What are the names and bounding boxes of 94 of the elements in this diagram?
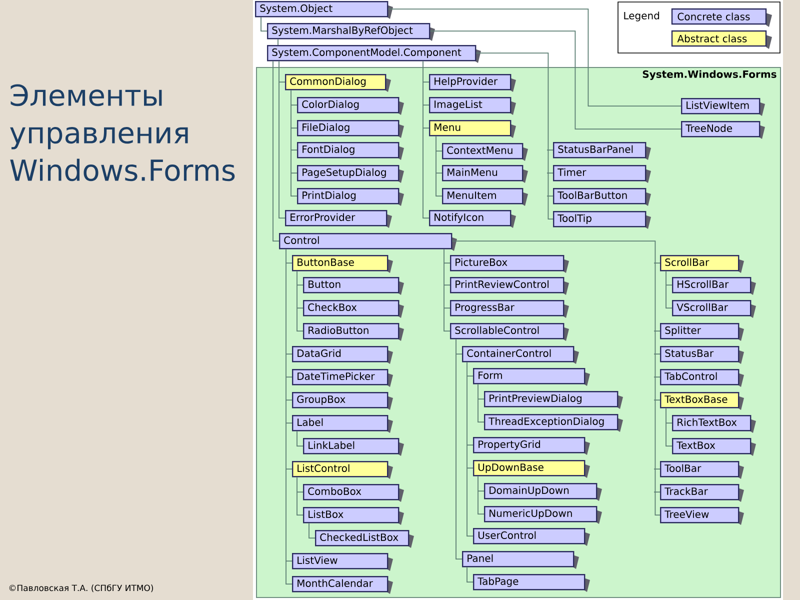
class-box: TabControl <box>660 369 744 387</box>
connector-line <box>296 476 304 516</box>
class-box: VScrollBar <box>672 300 756 318</box>
class-box: ColorDialog <box>297 97 404 115</box>
class-box: PrintPreviewDialog <box>484 391 623 409</box>
class-box: ListViewItem <box>681 98 765 116</box>
class-box: ListBox <box>303 507 404 525</box>
class-box: ContainerControl <box>462 346 579 364</box>
connector-line <box>260 16 268 32</box>
copyright-note: ©Павловская Т.А. (СПбГУ ИТМО) <box>9 584 153 592</box>
connector-line <box>308 522 316 539</box>
class-box: ProgressBar <box>450 300 569 318</box>
connector-line <box>666 408 672 447</box>
class-box: StatusBarPanel <box>553 142 651 160</box>
connector-line <box>286 248 292 585</box>
class-box: ToolBarButton <box>553 188 651 206</box>
class-box: HelpProvider <box>429 74 516 92</box>
class-box: Button <box>303 277 404 295</box>
legend-label: Concrete class <box>678 12 750 20</box>
connector-line <box>466 362 474 537</box>
connector-line <box>478 476 484 515</box>
connector-line <box>296 270 304 332</box>
class-box: MainMenu <box>442 165 528 183</box>
class-box: Control <box>279 233 457 251</box>
class-box: LinkLabel <box>303 438 404 456</box>
connector-line <box>296 430 304 447</box>
class-box: DateTimePicker <box>292 369 393 387</box>
connector-line <box>466 566 474 583</box>
class-box: RichTextBox <box>672 415 756 433</box>
connector-line <box>444 248 450 332</box>
connector-line <box>436 136 442 197</box>
class-box: Label <box>292 415 393 433</box>
class-box: Menu <box>429 120 516 138</box>
connector-line <box>456 338 462 560</box>
legend-label: Abstract class <box>677 34 747 42</box>
connector-line <box>388 8 682 107</box>
connector-line <box>290 90 298 197</box>
class-box: TrackBar <box>660 484 744 502</box>
class-box: FontDialog <box>297 142 404 160</box>
class-box: ListControl <box>292 461 393 479</box>
class-box: System.Object <box>255 1 393 19</box>
connector-line <box>478 384 484 423</box>
class-box: CommonDialog <box>285 74 391 92</box>
class-box: CheckBox <box>303 300 404 318</box>
slide-title: Элементы управления Windows.Forms <box>10 84 235 182</box>
class-box: TreeNode <box>681 121 765 139</box>
class-box: CheckedListBox <box>315 530 414 548</box>
class-box: Form <box>473 368 590 386</box>
class-box: Timer <box>553 165 651 183</box>
connector-line <box>476 52 554 220</box>
class-box: UserControl <box>473 528 590 546</box>
class-box: PictureBox <box>450 255 569 273</box>
class-box: System.ComponentModel.Component <box>267 45 481 63</box>
class-box: TextBoxBase <box>660 392 744 410</box>
connector-line <box>278 60 286 219</box>
class-box: PageSetupDialog <box>297 165 404 183</box>
class-box: TabPage <box>473 574 590 592</box>
class-box: ToolBar <box>660 461 744 479</box>
class-box: NotifyIcon <box>429 210 516 228</box>
class-box: DataGrid <box>292 346 393 364</box>
class-box: PrintDialog <box>297 188 404 206</box>
class-box: TreeView <box>660 507 744 525</box>
class-box: ComboBox <box>303 484 404 502</box>
class-box: NumericUpDown <box>484 506 602 524</box>
class-box: MenuItem <box>442 188 528 206</box>
class-box: ButtonBase <box>292 255 393 273</box>
class-box: System.MarshalByRefObject <box>267 23 435 41</box>
class-box: Splitter <box>660 323 744 341</box>
class-box: ScrollableControl <box>450 323 569 341</box>
connector-line <box>422 60 430 219</box>
connector-line <box>666 270 672 309</box>
class-box: GroupBox <box>292 392 393 410</box>
legend-title: Legend <box>624 12 660 22</box>
class-box: ImageList <box>429 97 516 115</box>
class-box: ListView <box>292 553 393 571</box>
class-box: FileDialog <box>297 120 404 138</box>
class-box: ScrollBar <box>660 255 744 273</box>
class-box: RadioButton <box>303 323 404 341</box>
class-box: ToolTip <box>553 211 651 229</box>
class-box: TextBox <box>672 438 756 456</box>
class-box: DomainUpDown <box>484 483 602 501</box>
class-box: UpDownBase <box>473 460 590 478</box>
connector-line <box>452 240 660 516</box>
class-box: StatusBar <box>660 346 744 364</box>
class-box: ThreadExceptionDialog <box>484 414 623 432</box>
connector-line <box>272 60 280 242</box>
class-box: MonthCalendar <box>292 576 393 594</box>
class-box: PropertyGrid <box>473 437 590 455</box>
class-box: PrintReviewControl <box>450 277 569 295</box>
class-box: HScrollBar <box>672 277 756 295</box>
class-box: ContextMenu <box>442 143 528 161</box>
class-box: Panel <box>462 551 579 569</box>
class-box: ErrorProvider <box>285 210 392 228</box>
connector-line <box>430 30 682 130</box>
